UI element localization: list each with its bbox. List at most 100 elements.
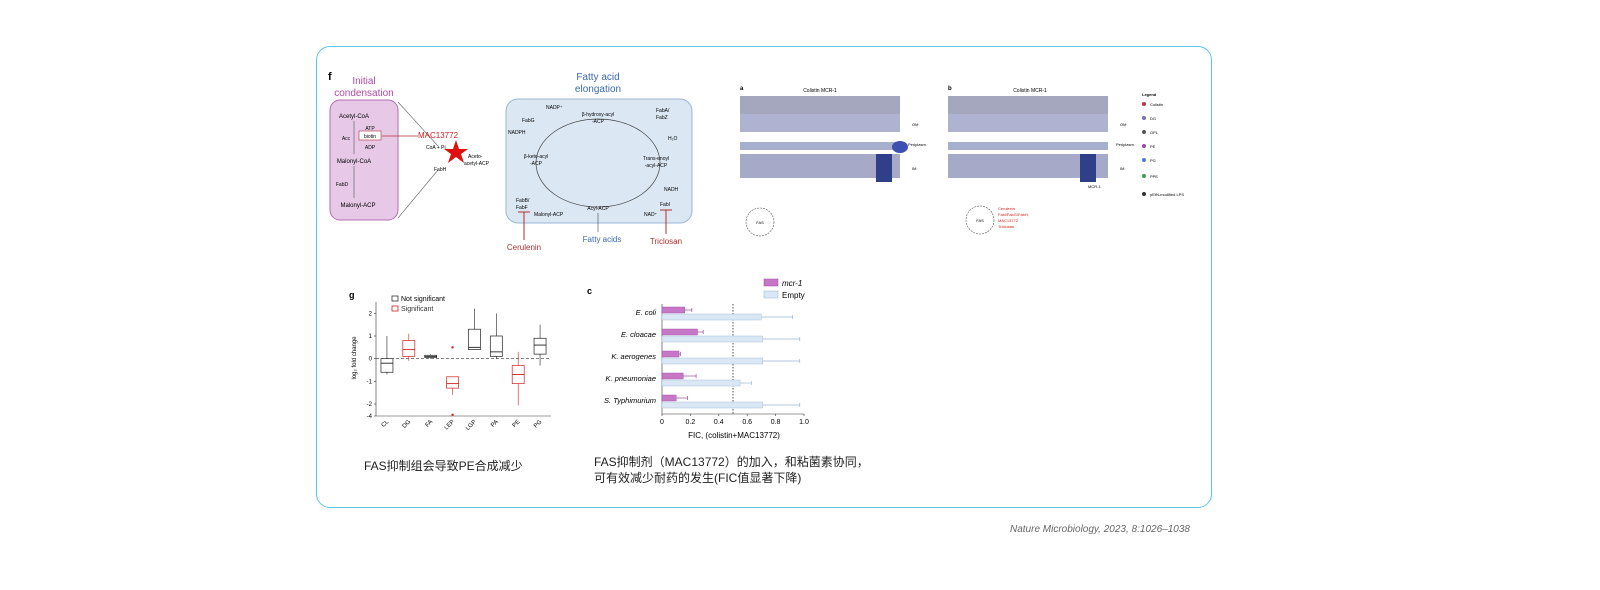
- elongation-box: [505, 98, 693, 224]
- c-xtick-label: 0: [660, 419, 664, 426]
- fas-b-label: FAS: [976, 218, 984, 223]
- malonyl-acp-label: Malonyl-ACP: [340, 203, 375, 209]
- g-xtick-label: PG: [533, 419, 544, 430]
- c-bar-empty: [661, 357, 764, 365]
- g-xtick-label: DG: [402, 419, 413, 430]
- legend-mcr1: mcr-1: [782, 279, 802, 288]
- coa-pi-label: CoA + Pi: [426, 145, 446, 151]
- atp-label: ATP: [365, 126, 375, 132]
- biotin-box: [358, 130, 382, 141]
- fabh-label: FabH: [434, 167, 447, 173]
- g-ytick-label: -4: [367, 414, 373, 420]
- panel-c-letter: c: [587, 286, 592, 296]
- acetoacetyl-1: Aceto-: [468, 154, 483, 160]
- adp-label: ADP: [365, 145, 376, 151]
- initial-condensation-box: [329, 99, 399, 221]
- c-bar-empty: [661, 313, 762, 321]
- om-b-label: OM: [1120, 122, 1126, 127]
- periplasm-b-label: Periplasm: [1116, 142, 1134, 147]
- om-label: OM: [912, 122, 918, 127]
- g-box-PA: [489, 335, 503, 357]
- svg-text:DG: DG: [1150, 116, 1156, 121]
- mac13772-label: MAC13772: [418, 131, 459, 140]
- section2-title-1: Fatty acid: [576, 72, 619, 83]
- panel-f-letter: f: [328, 71, 332, 83]
- legend-swatch-empty: [763, 290, 779, 299]
- g-box-DG: [402, 340, 416, 357]
- c-xtick-label: 0.8: [771, 419, 781, 426]
- c-category-label: E. cloacae: [621, 330, 656, 339]
- legend-significant: Significant: [401, 306, 433, 313]
- panel-c-caption-line2: 可有效减少耐药的发生(FIC值显著下降): [594, 471, 802, 485]
- legend-swatch-mcr1: [763, 278, 779, 287]
- svg-text:PE: PE: [1150, 144, 1156, 149]
- legend-not-significant: Not significant: [401, 296, 445, 303]
- nadp-label: NADP⁺: [546, 105, 563, 111]
- svg-text:PPE: PPE: [1150, 174, 1158, 179]
- g-ytick-label: -1: [367, 379, 373, 385]
- faba-1: FabA/: [656, 108, 670, 114]
- c-xtick-label: 0.2: [686, 419, 696, 426]
- g-xtick-label: PA: [490, 419, 500, 429]
- g-xtick-label: PE: [512, 419, 522, 429]
- fabi-label: FabI: [660, 202, 670, 208]
- fabg-label: FabG: [522, 118, 535, 124]
- trans-enoyl-1: Trans-enoyl: [643, 156, 669, 162]
- g-xtick-label: LGP: [465, 419, 478, 432]
- svg-text:pEtN-modified LPS: pEtN-modified LPS: [1150, 192, 1184, 197]
- nadh-label: NADH: [664, 187, 679, 193]
- panel-g-boxplot: g Not significant Significant log₂ fold …: [349, 290, 551, 432]
- fatty-acids-label: Fatty acids: [583, 235, 622, 244]
- c-xlabel: FIC, (colistin+MAC13772): [688, 431, 780, 440]
- panel-a-title: Colistin MCR-1: [803, 88, 837, 94]
- g-ytick-label: -2: [367, 402, 373, 408]
- c-category-label: E. coli: [636, 308, 657, 317]
- citation: Nature Microbiology, 2023, 8:1026–1038: [1010, 524, 1190, 535]
- im-b-label: IM: [1120, 166, 1124, 171]
- acetoacetyl-2: acetyl-ACP: [464, 161, 490, 167]
- h2o-label: H₂O: [668, 136, 678, 142]
- panel-g-caption: FAS抑制组会导致PE合成减少: [364, 459, 523, 473]
- panel-b-title: Colistin MCR-1: [1013, 88, 1047, 94]
- faba-2: FabZ: [656, 115, 668, 121]
- g-ylabel: log₂ fold change: [352, 336, 358, 380]
- c-bar-mcr1: [661, 306, 685, 314]
- c-bar-mcr1: [661, 328, 698, 336]
- c-category-label: K. pneumoniae: [606, 374, 656, 383]
- mcr1-label: MCR-1: [1088, 184, 1101, 189]
- fabb-1: FabB/: [516, 198, 530, 204]
- fabd-label: FabD: [336, 182, 349, 188]
- c-category-label: S. Typhimurium: [604, 396, 656, 405]
- panel-g-letter: g: [349, 290, 355, 300]
- acc-label: Acc: [342, 136, 351, 142]
- c-bar-mcr1: [661, 372, 684, 380]
- g-ytick-label: 2: [369, 311, 373, 317]
- g-xtick-label: LEP: [444, 419, 456, 431]
- g-outlier: [451, 413, 454, 416]
- biotin-label: biotin: [364, 134, 376, 140]
- malonyl-coa-label: Malonyl-CoA: [337, 159, 371, 165]
- nadph-label: NADPH: [508, 130, 526, 136]
- section2-title-2: elongation: [575, 84, 621, 95]
- trans-enoyl-2: -acyl-ACP: [645, 163, 668, 169]
- g-box-LGP: [468, 328, 481, 350]
- inhibitor-3: MAC13772: [998, 218, 1019, 223]
- inhibitor-4: Triclosan: [998, 224, 1014, 229]
- malonyl-acp2-label: Malonyl-ACP: [534, 212, 564, 218]
- fabb-2: FabF: [516, 205, 528, 211]
- keto-acyl-2: -ACP: [530, 161, 543, 167]
- svg-text:GPL: GPL: [1150, 130, 1159, 135]
- fas-a-label: FAS: [756, 220, 764, 225]
- membrane-a: FAS: [740, 96, 908, 237]
- section1-title-1: Initial: [352, 76, 375, 87]
- inhibitor-1: Cerulenin: [998, 206, 1015, 211]
- svg-text:PG: PG: [1150, 158, 1156, 163]
- svg-text:Colistin: Colistin: [1150, 102, 1163, 107]
- acetyl-coa-label: Acetyl-CoA: [339, 114, 369, 120]
- periplasm-label: Periplasm: [908, 142, 926, 147]
- c-xtick-label: 0.6: [742, 419, 752, 426]
- c-bar-empty: [661, 401, 764, 409]
- c-bar-empty: [661, 379, 741, 387]
- c-bar-empty: [661, 335, 764, 343]
- panel-f-pathway: f Initial condensation Acetyl-CoA Acc AT…: [328, 71, 693, 252]
